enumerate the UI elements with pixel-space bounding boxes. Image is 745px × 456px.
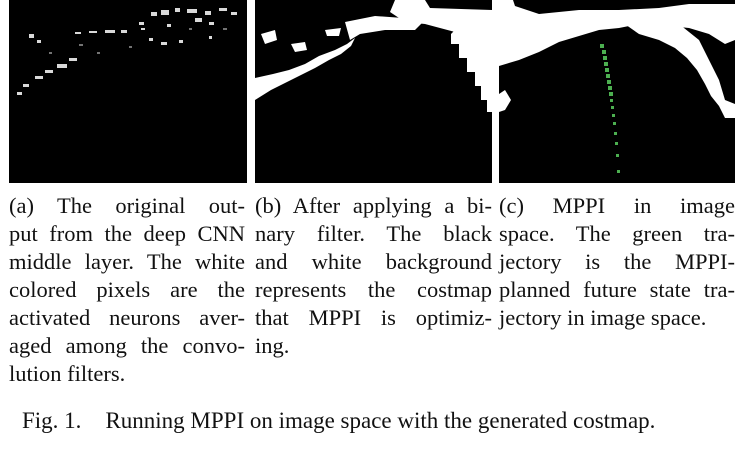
caption-line: (c) MPPI in image: [499, 193, 735, 218]
activation-map-graphic: [17, 8, 237, 95]
figure-caption: Fig. 1. Running MPPI on image space with …: [22, 408, 655, 434]
caption-line: space. The green tra-: [499, 221, 735, 246]
caption-line: middle layer. The white: [9, 249, 245, 274]
caption-line: jectory in image space.: [499, 305, 707, 330]
trajectory-dots: [600, 44, 620, 173]
caption-line: (b) After applying a bi-: [255, 193, 492, 218]
caption-line: that MPPI is optimiz-: [255, 305, 492, 330]
trajectory-graphic: [499, 0, 735, 173]
subfigure-caption-b: (b) After applying a bi- nary filter. Th…: [255, 192, 492, 360]
subfigure-caption-a: (a) The original out- put from the deep …: [9, 192, 245, 388]
caption-line: activated neurons aver-: [9, 305, 245, 330]
caption-line: and white background: [255, 249, 492, 274]
caption-line: colored pixels are the: [9, 277, 245, 302]
caption-line: represents the costmap: [255, 277, 492, 302]
figure-number: Fig. 1.: [22, 408, 82, 433]
mppi-trajectory-image: [499, 0, 735, 183]
costmap-graphic: [255, 0, 492, 112]
binary-costmap-image: [255, 0, 492, 183]
caption-line: aged among the convo-: [9, 333, 245, 358]
caption-line: lution filters.: [9, 361, 126, 386]
cnn-activation-image: [9, 0, 247, 183]
caption-line: planned future state tra-: [499, 277, 735, 302]
caption-line: ing.: [255, 333, 290, 358]
caption-line: (a) The original out-: [9, 193, 245, 218]
caption-line: nary filter. The black: [255, 221, 492, 246]
caption-line: jectory is the MPPI-: [499, 249, 735, 274]
subfigure-caption-c: (c) MPPI in image space. The green tra- …: [499, 192, 735, 332]
figure-caption-text: Running MPPI on image space with the gen…: [105, 408, 656, 433]
caption-line: put from the deep CNN: [9, 221, 245, 246]
